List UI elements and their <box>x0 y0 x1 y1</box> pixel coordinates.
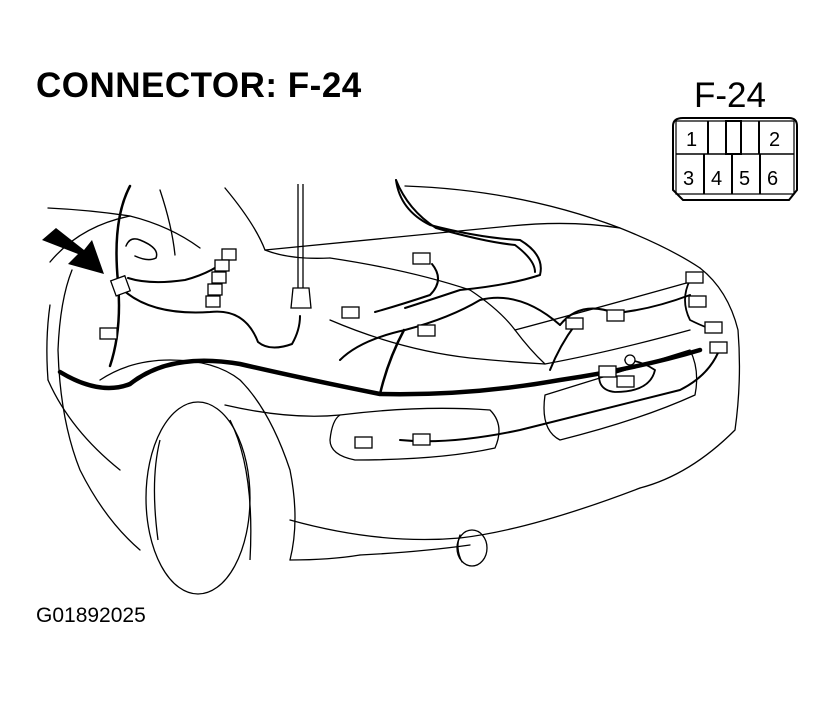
harness-connectors <box>99 248 728 449</box>
connector-face-label: F-24 <box>694 76 766 115</box>
rear-wheel <box>145 401 252 595</box>
pin-1-label: 1 <box>686 129 697 151</box>
pin-4-label: 4 <box>711 168 722 190</box>
page-title: CONNECTOR: F-24 <box>36 66 362 105</box>
car-body-outline <box>46 185 741 567</box>
pin-6-label: 6 <box>767 168 778 190</box>
connector-face-diagram: 1 2 3 4 5 6 <box>672 117 798 201</box>
pin-2-label: 2 <box>769 129 780 151</box>
figure-id: G01892025 <box>36 604 146 627</box>
pin-3-label: 3 <box>683 168 694 190</box>
antenna <box>290 184 312 309</box>
pin-5-label: 5 <box>739 168 750 190</box>
arrow-pointer-icon <box>42 228 104 274</box>
